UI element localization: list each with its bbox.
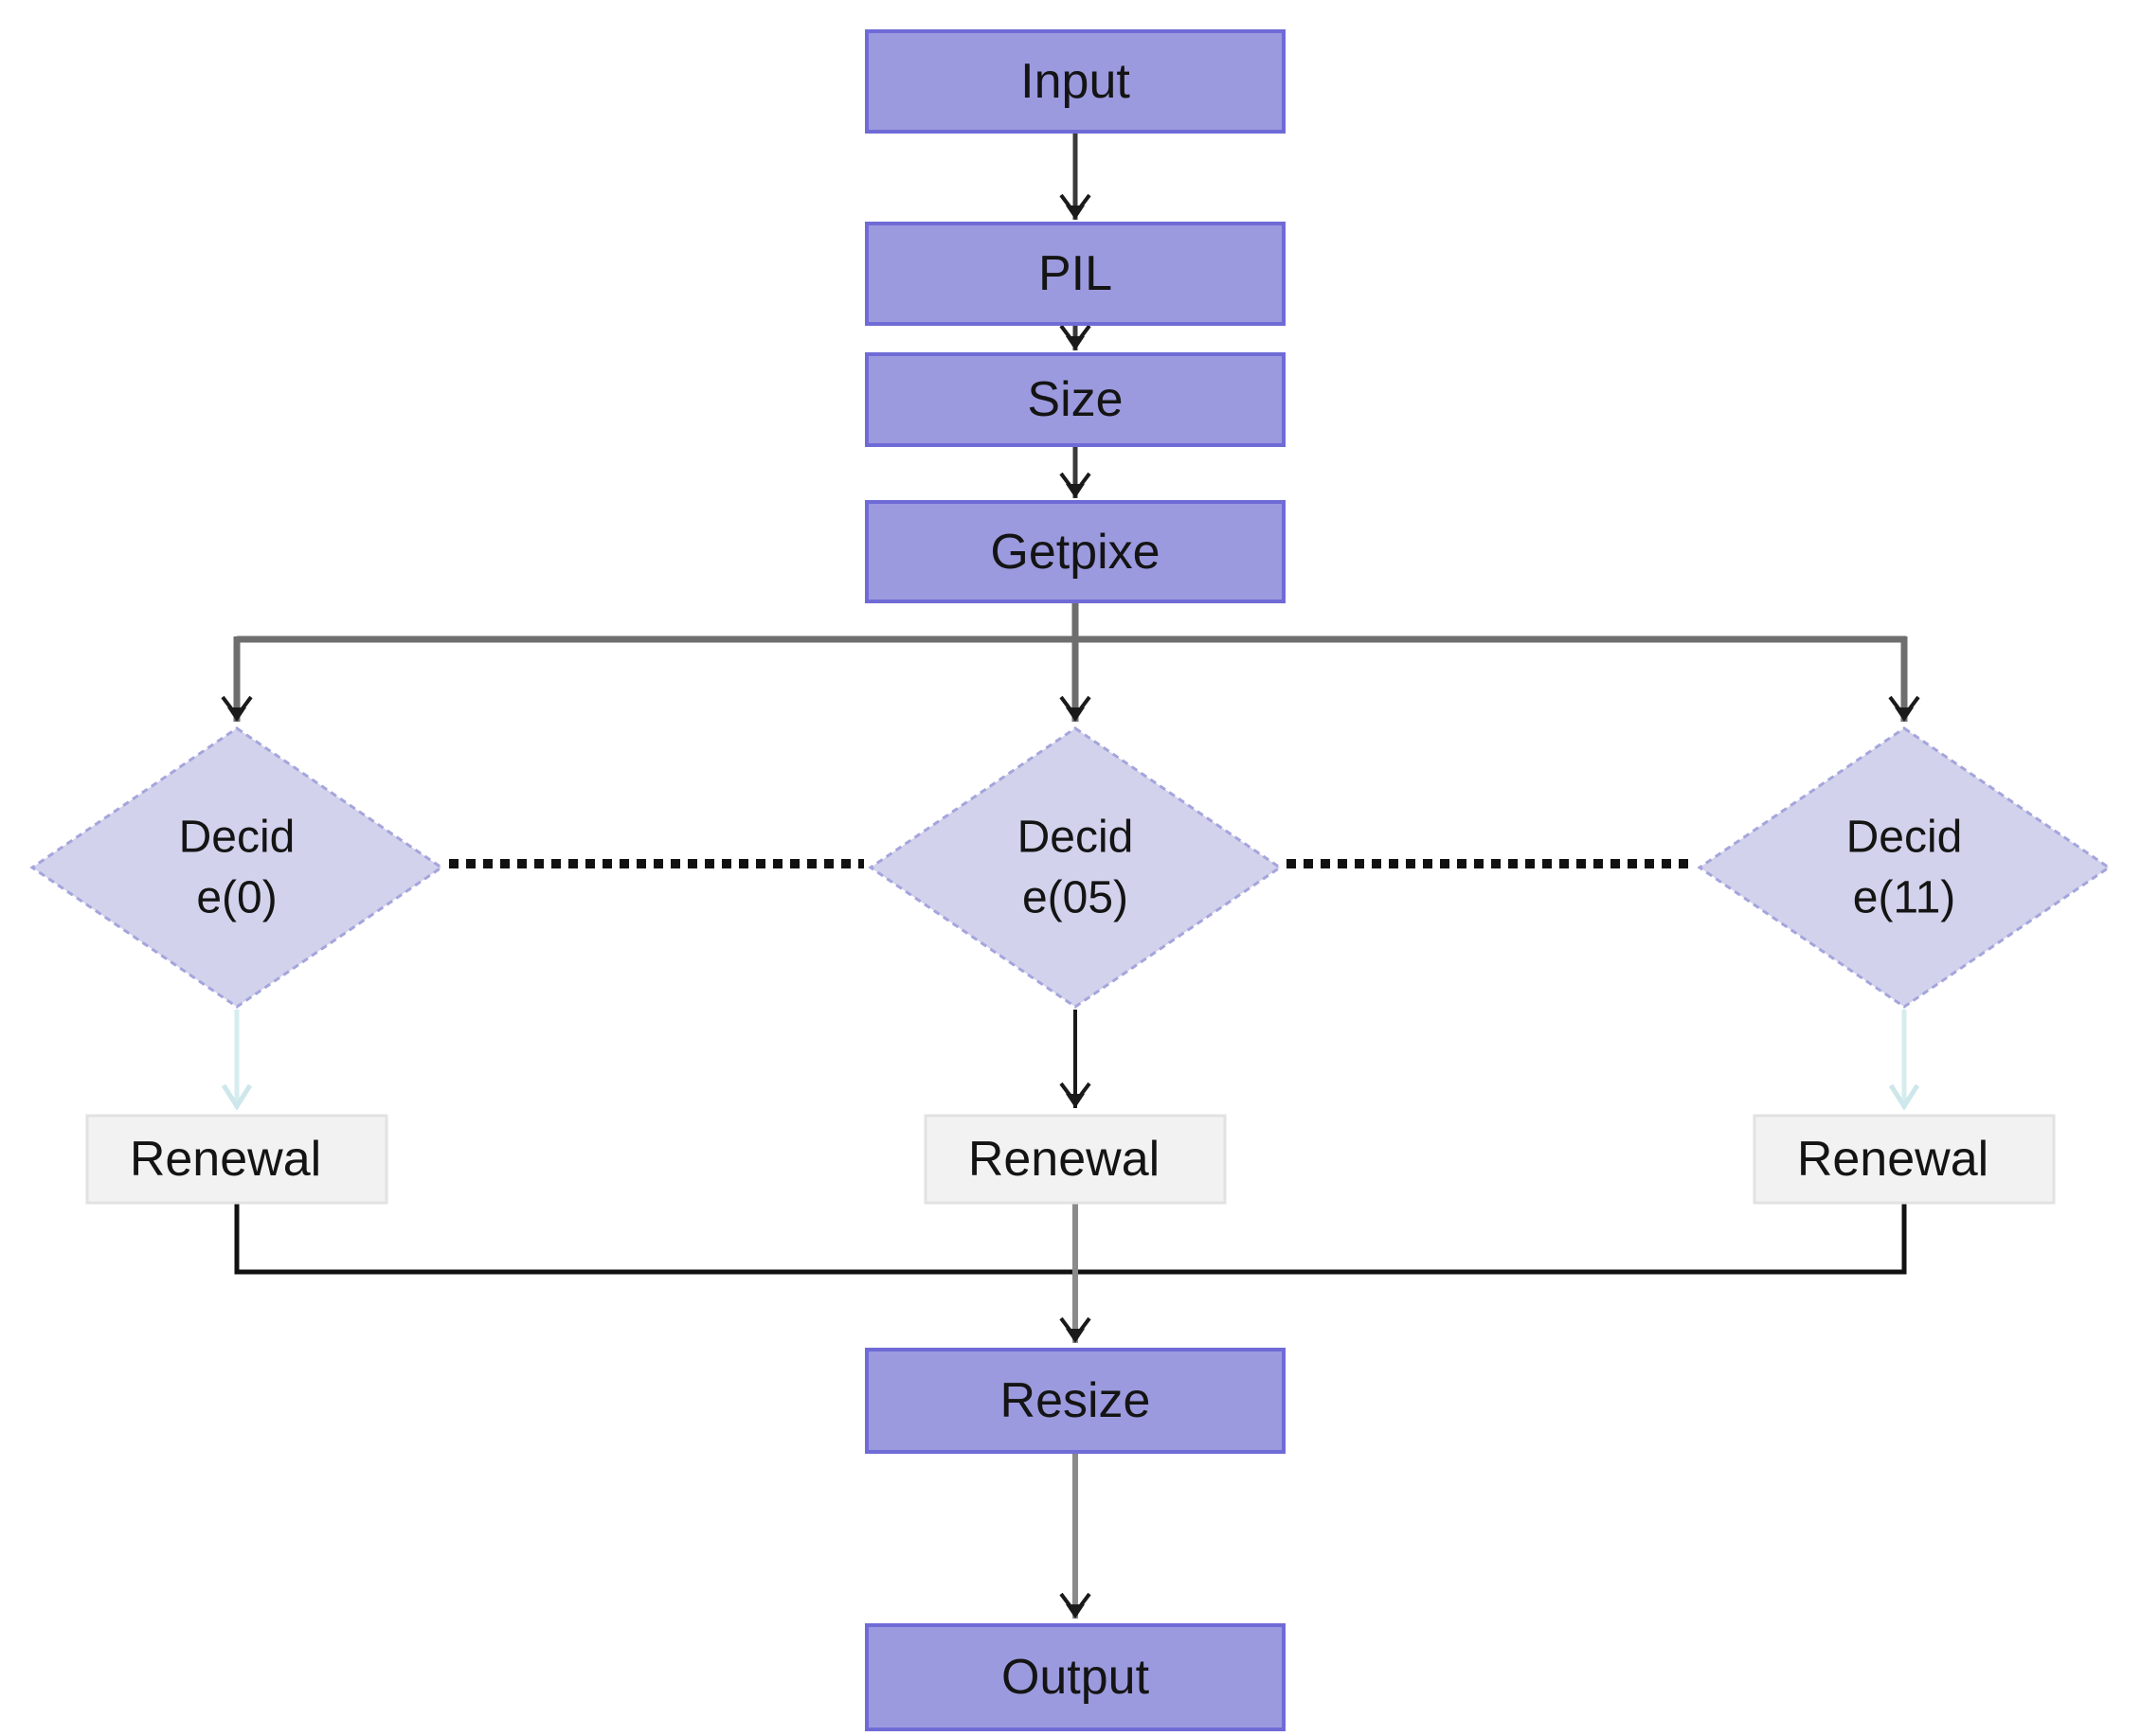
node-renewal-left: Renewal: [85, 1114, 388, 1205]
node-renewal-right: Renewal: [1753, 1114, 2056, 1205]
node-decide11: Decid e(11): [1697, 726, 2112, 1009]
connectors: [221, 133, 1920, 1619]
node-input: Input: [865, 29, 1286, 134]
node-output-label: Output: [1001, 1650, 1150, 1705]
node-decide0-label-line1: Decid: [179, 813, 296, 863]
node-decide05: Decid e(05): [868, 726, 1283, 1009]
node-renewal-mid: Renewal: [924, 1114, 1227, 1205]
node-input-label: Input: [1020, 54, 1130, 109]
edge-renewal-left-merge: [234, 1203, 1075, 1275]
nodes: Input PIL Size Getpixe Decid e(0) Decid …: [29, 29, 2112, 1731]
node-decide05-label-line1: Decid: [1017, 813, 1134, 863]
node-size: Size: [865, 352, 1286, 447]
node-getpixe-label: Getpixe: [990, 525, 1160, 580]
node-renewal-left-label: Renewal: [130, 1132, 321, 1187]
node-getpixe: Getpixe: [865, 500, 1286, 603]
node-renewal-mid-label: Renewal: [968, 1132, 1160, 1187]
node-pil: PIL: [865, 222, 1286, 326]
node-decide11-label-line2: e(11): [1853, 873, 1956, 923]
node-resize-label: Resize: [1000, 1373, 1151, 1428]
node-renewal-right-label: Renewal: [1797, 1132, 1988, 1187]
node-decide0-label-line2: e(0): [196, 873, 277, 923]
node-size-label: Size: [1027, 372, 1123, 427]
edge-renewal-right-merge: [1075, 1203, 1907, 1275]
node-pil-label: PIL: [1038, 246, 1112, 301]
node-output: Output: [865, 1623, 1286, 1731]
node-decide11-label-line1: Decid: [1846, 813, 1963, 863]
node-decide0: Decid e(0): [29, 726, 444, 1009]
node-resize: Resize: [865, 1348, 1286, 1454]
node-decide05-label-line2: e(05): [1022, 873, 1128, 923]
